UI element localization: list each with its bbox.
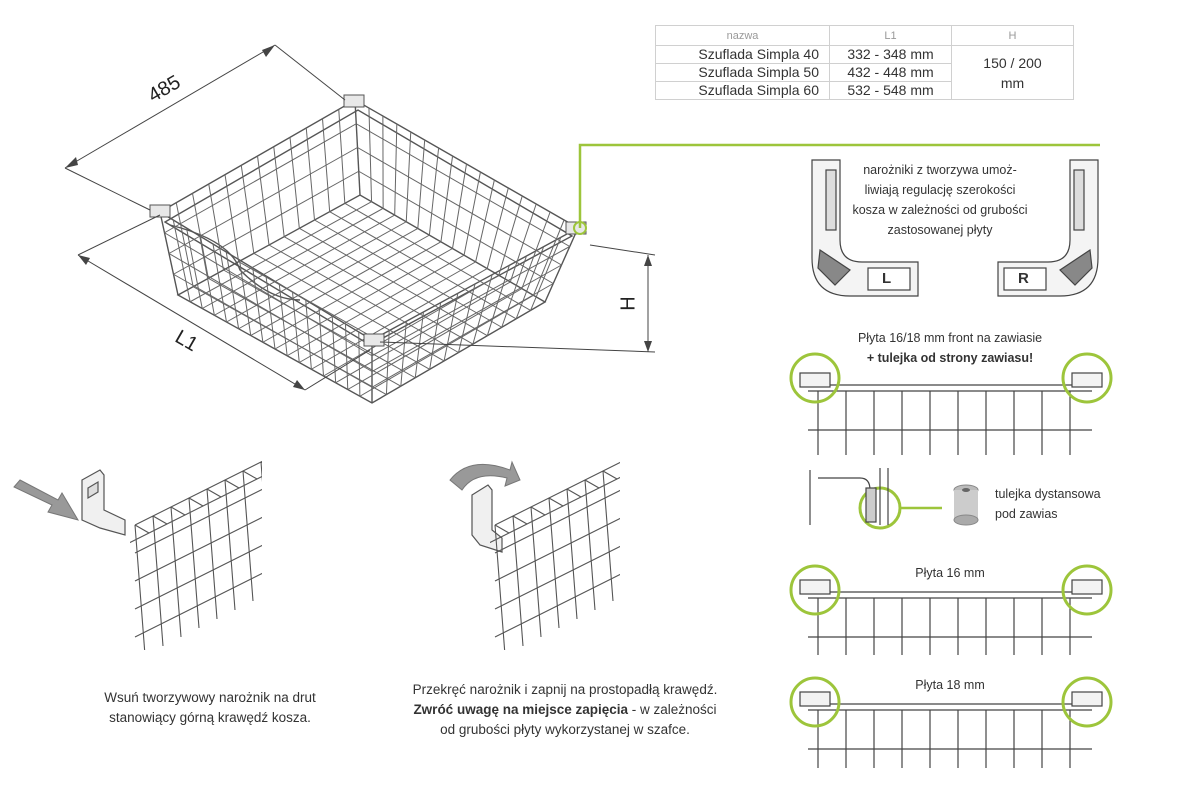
corner-clip-icon bbox=[343, 94, 365, 108]
corner-piece-step2 bbox=[471, 484, 503, 553]
highlight-circles bbox=[789, 352, 1113, 728]
front-panel-line1: Płyta 16/18 mm front na zawiasie bbox=[857, 331, 1043, 345]
spacer-line2: pod zawias bbox=[995, 507, 1058, 521]
corner-note-line: kosza w zależności od grubości bbox=[852, 203, 1028, 217]
spec-table: nazwa L1 H Szuflada Simpla 40 332 - 348 … bbox=[655, 25, 1074, 100]
front-panel-line2: + tulejka od strony zawiasu! bbox=[866, 351, 1034, 365]
step2-line2: Zwróć uwagę na miejsce zapięcia - w zale… bbox=[395, 700, 735, 720]
corner-left-label: L bbox=[882, 270, 892, 287]
corner-note: narożniki z tworzywa umoż- liwiają regul… bbox=[842, 160, 1038, 240]
hinge-detail bbox=[809, 468, 942, 525]
panel18-rack bbox=[799, 691, 1103, 768]
corner-note-line: narożniki z tworzywa umoż- bbox=[863, 163, 1017, 177]
panel18-label: Płyta 18 mm bbox=[915, 678, 985, 692]
spacer-note: tulejka dystansowa pod zawias bbox=[995, 484, 1101, 524]
callout-line bbox=[578, 143, 1100, 228]
table-row: Szuflada Simpla 60 532 - 548 mm bbox=[655, 81, 1074, 100]
spacer-line1: tulejka dystansowa bbox=[995, 487, 1101, 501]
row-name: Szuflada Simpla 60 bbox=[655, 81, 830, 100]
rotate-arrow-icon bbox=[449, 460, 521, 491]
panel16-label: Płyta 16 mm bbox=[915, 566, 985, 580]
row-l1: 532 - 548 mm bbox=[829, 81, 952, 100]
arrow-icon bbox=[13, 479, 80, 521]
corner-right-detail bbox=[997, 159, 1099, 297]
corner-clip-icon bbox=[149, 204, 171, 218]
basket-corner-step1 bbox=[130, 455, 262, 650]
row-h: 150 / 200 mm bbox=[951, 45, 1074, 100]
panel16-rack bbox=[799, 579, 1103, 655]
corner-note-line: liwiają regulację szerokości bbox=[864, 183, 1016, 197]
basket-grid bbox=[164, 107, 570, 397]
corner-piece-step1 bbox=[81, 469, 126, 536]
corner-clip-icon bbox=[363, 333, 385, 347]
corner-left-detail bbox=[811, 159, 919, 297]
corner-note-line: zastosowanej płyty bbox=[887, 223, 993, 237]
step1-line1: Wsuń tworzywowy narożnik na drut bbox=[104, 690, 316, 705]
step1-caption: Wsuń tworzywowy narożnik na drut stanowi… bbox=[60, 688, 360, 728]
front-panel-rack bbox=[799, 372, 1103, 455]
step1-line2: stanowiący górną krawędź kosza. bbox=[109, 710, 311, 725]
spacer-sleeve-icon bbox=[953, 484, 979, 526]
height-dimension-label: H bbox=[617, 296, 640, 311]
dimension-lines bbox=[64, 44, 656, 391]
step2-line2-rest: - w zależności bbox=[628, 702, 717, 717]
basket-corner-step2 bbox=[490, 455, 620, 650]
row-l1: 432 - 448 mm bbox=[829, 63, 952, 82]
step2-caption: Przekręć narożnik i zapnij na prostopadł… bbox=[395, 680, 735, 740]
corner-right-label: R bbox=[1018, 270, 1029, 287]
h-unit: mm bbox=[1000, 74, 1025, 91]
front-panel-note: Płyta 16/18 mm front na zawiasie + tulej… bbox=[830, 328, 1070, 368]
h-value: 150 / 200 bbox=[983, 54, 1042, 71]
step2-line3: od grubości płyty wykorzystanej w szafce… bbox=[440, 722, 690, 737]
step2-warning: Zwróć uwagę na miejsce zapięcia bbox=[413, 702, 629, 717]
step2-line1: Przekręć narożnik i zapnij na prostopadł… bbox=[412, 682, 718, 697]
